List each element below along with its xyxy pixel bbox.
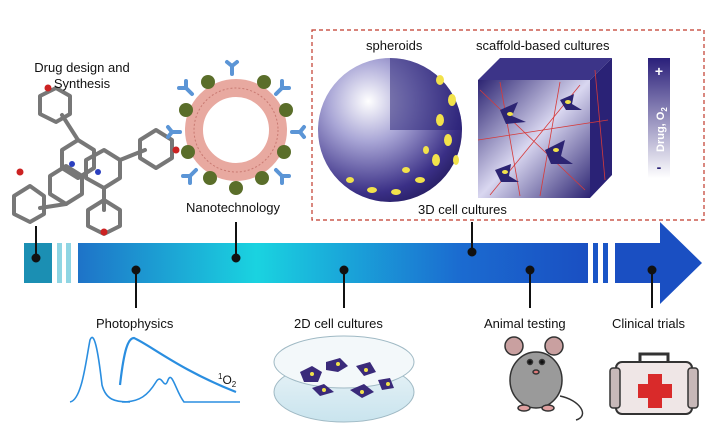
gradient-minus: - — [657, 159, 662, 175]
timeline — [24, 222, 702, 304]
pin-drug-design — [31, 253, 41, 263]
connectors — [31, 222, 657, 308]
spheroid-icon — [318, 58, 462, 202]
drug-design-line1: Drug design and — [34, 60, 130, 75]
drug-oxygen-gradient-bar — [648, 58, 670, 178]
petri-dish-icon — [273, 335, 415, 423]
gradient-plus: + — [655, 63, 663, 79]
scaffold-cube-icon — [477, 58, 612, 198]
pin-photophysics — [131, 265, 141, 275]
timeline-dash-1 — [57, 243, 62, 283]
animal-testing-label: Animal testing — [484, 316, 566, 331]
drug-design-label: Drug design and Synthesis — [22, 60, 142, 92]
first-aid-kit-icon — [609, 352, 699, 415]
timeline-dash-3 — [593, 243, 598, 283]
2d-cell-cultures-label: 2D cell cultures — [294, 316, 383, 331]
nanotechnology-label: Nanotechnology — [186, 200, 280, 215]
clinical-trials-label: Clinical trials — [612, 316, 685, 331]
emission-spectra-icon — [69, 336, 240, 403]
timeline-dash-4 — [603, 243, 608, 283]
pin-2d — [339, 265, 349, 275]
singlet-oxygen-label: 1O2 — [218, 372, 237, 389]
pin-animal — [525, 265, 535, 275]
nanoparticle-icon — [166, 60, 306, 195]
timeline-start-block — [24, 243, 52, 283]
timeline-arrow-head — [615, 222, 702, 304]
photophysics-label: Photophysics — [96, 316, 174, 331]
pin-nanotech — [231, 253, 241, 263]
spheroids-label: spheroids — [366, 38, 423, 53]
pin-3d — [467, 247, 477, 257]
pin-clinical — [647, 265, 657, 275]
gradient-label: Drug, O2 — [655, 107, 669, 152]
scaffold-label: scaffold-based cultures — [476, 38, 610, 53]
drug-design-line2: Synthesis — [53, 76, 111, 91]
panel-3d-frame — [311, 29, 705, 221]
porphyrin-molecule-icon — [12, 84, 180, 236]
panel-3d-cultures: + - Drug, O2 — [311, 29, 705, 221]
3d-cell-cultures-label: 3D cell cultures — [418, 202, 507, 217]
timeline-dash-2 — [66, 243, 71, 283]
lab-mouse-icon — [504, 336, 584, 421]
timeline-main — [78, 243, 588, 283]
